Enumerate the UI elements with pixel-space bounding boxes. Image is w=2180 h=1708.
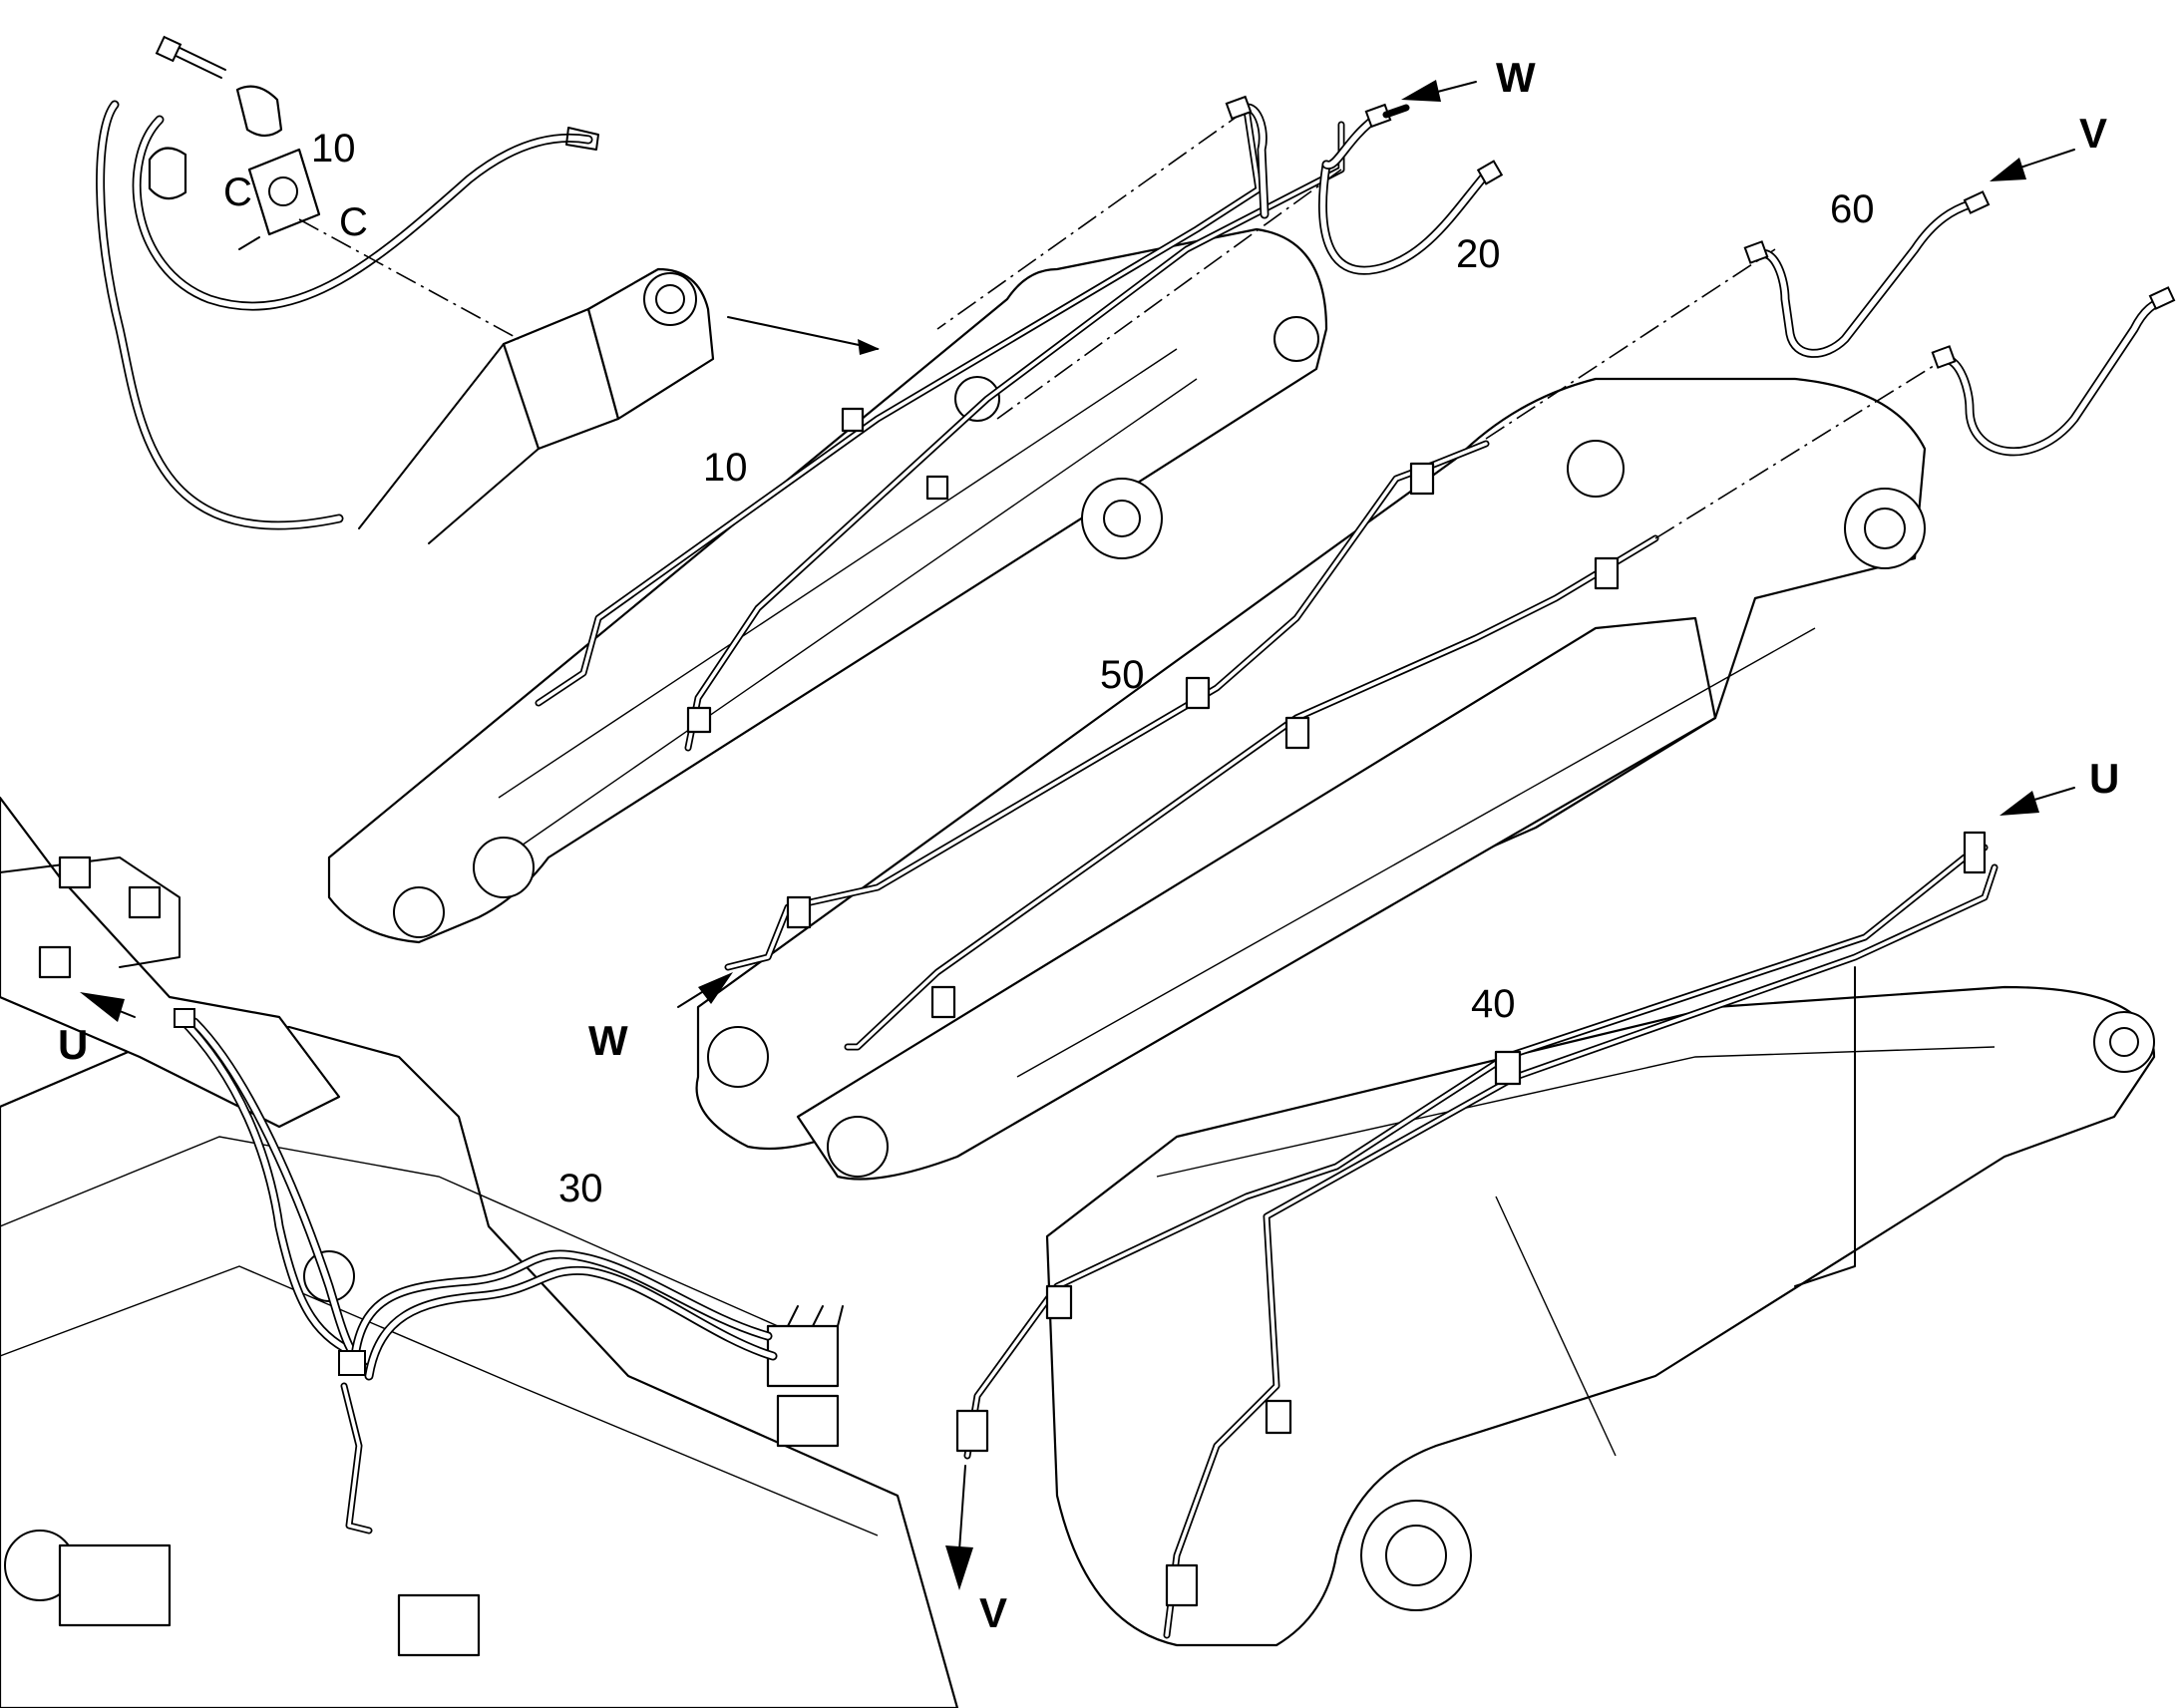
arrow-u-right: U — [1999, 755, 2119, 816]
arrow-w-bottom: W — [588, 972, 733, 1064]
item-30-label: 30 — [558, 1167, 603, 1210]
arrow-w-top-label: W — [1496, 54, 1536, 101]
boom-item-10 — [327, 106, 1345, 944]
arrow-u-left-label: U — [58, 1021, 88, 1068]
svg-text:C: C — [339, 200, 368, 244]
arrow-v-top: V — [1990, 110, 2107, 181]
svg-text:C: C — [223, 171, 252, 214]
item-60-label: 60 — [1830, 187, 1875, 231]
arrow-v-top-label: V — [2079, 110, 2107, 157]
item-10-label: 10 — [703, 446, 748, 490]
arrow-v-bottom: V — [945, 1465, 1007, 1636]
main-boom-item-40 — [955, 831, 2156, 1647]
arrow-w-bottom-label: W — [588, 1017, 628, 1064]
upper-frame-item-30 — [0, 796, 959, 1708]
item-40-label: 40 — [1471, 982, 1516, 1026]
arrow-u-left: U — [58, 992, 136, 1068]
arrow-u-right-label: U — [2089, 755, 2119, 802]
flange-detail: C C 10 — [96, 35, 880, 544]
item-20-label: 20 — [1456, 232, 1501, 276]
arrow-w-top: W — [1401, 54, 1536, 102]
stick-item-50 — [695, 248, 1946, 1181]
flange-detail-label: 10 — [311, 127, 356, 171]
arrow-v-bottom-label: V — [979, 1589, 1007, 1636]
hoses-item-20 — [1225, 95, 1504, 275]
item-50-label: 50 — [1100, 653, 1145, 697]
hoses-item-60 — [1743, 190, 2176, 457]
